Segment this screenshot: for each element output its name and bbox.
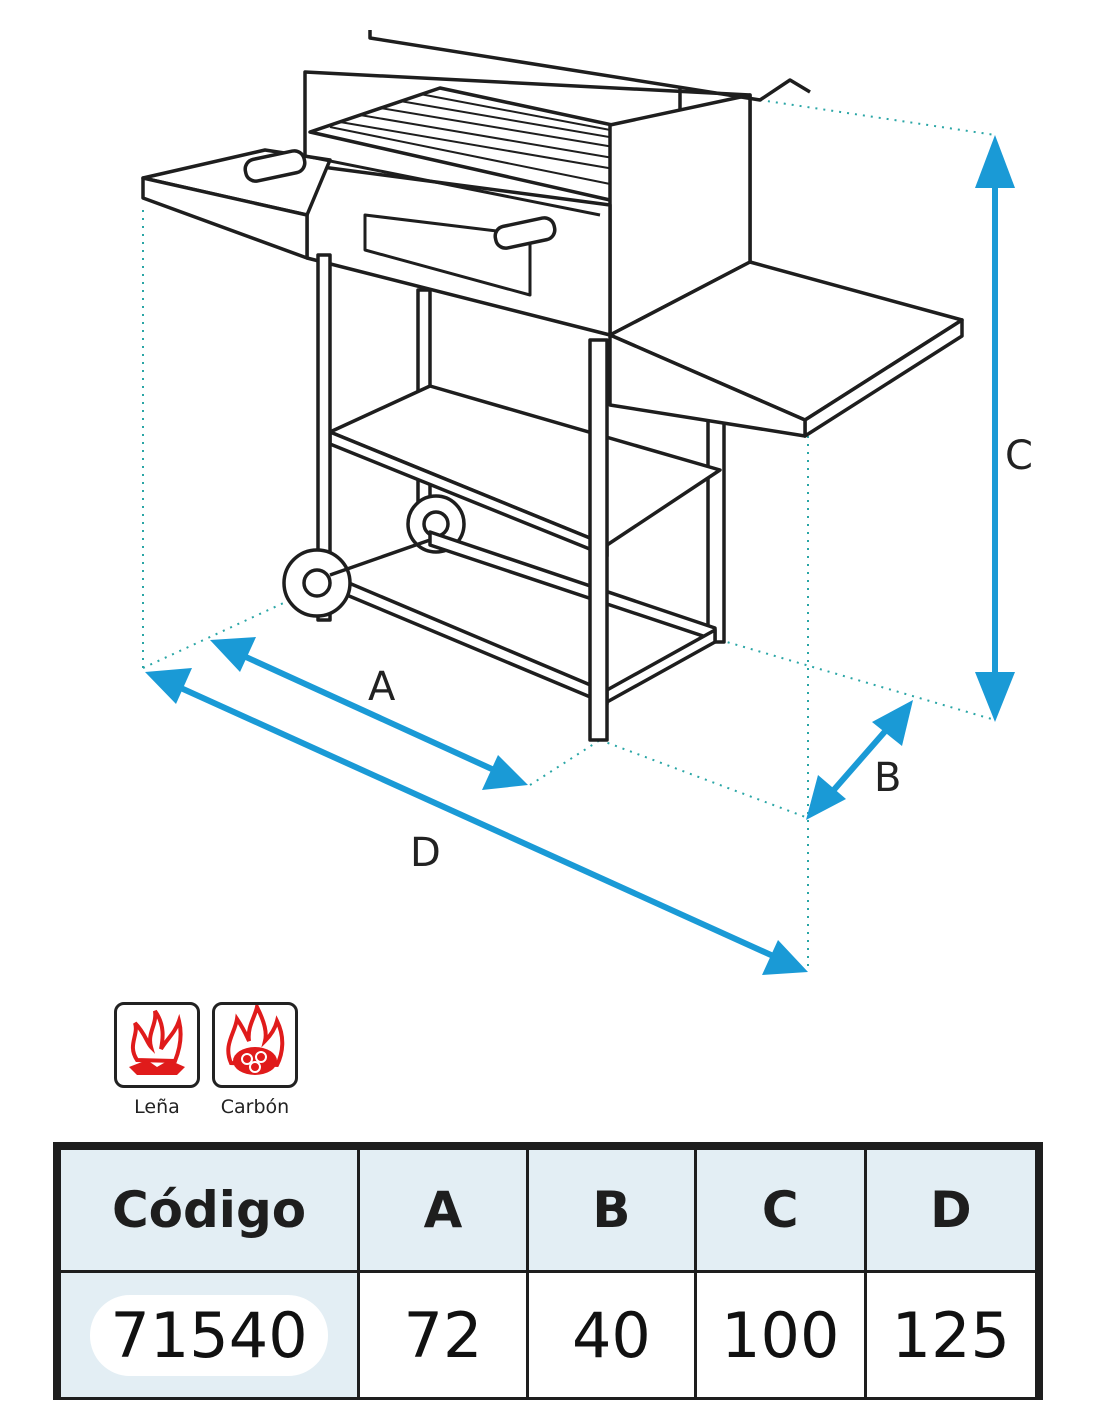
table-row: 71540 72 40 100 125 <box>55 1270 1041 1400</box>
arrow-a <box>210 637 528 790</box>
header-a: A <box>357 1144 529 1273</box>
fuel-charcoal: Carbón <box>212 1000 298 1118</box>
barbecue-dimension-drawing <box>141 30 1015 975</box>
header-c: C <box>693 1144 867 1273</box>
arrow-b <box>806 700 913 820</box>
fuel-label: Carbón <box>220 1096 290 1118</box>
fuel-label: Leña <box>134 1096 180 1118</box>
dotted-guides <box>142 99 996 970</box>
product-code: 71540 <box>90 1294 328 1376</box>
header-b: B <box>525 1144 697 1273</box>
value-c: 100 <box>693 1270 867 1400</box>
header-code: Código <box>55 1144 361 1273</box>
value-d: 125 <box>863 1270 1041 1400</box>
fuel-firewood: Leña <box>114 1002 200 1118</box>
arrow-c <box>975 135 1015 722</box>
header-d: D <box>863 1144 1041 1273</box>
dimension-label-b: B <box>874 755 902 801</box>
barbecue <box>141 30 964 742</box>
dimension-label-d: D <box>410 830 441 876</box>
dimension-label-a: A <box>368 664 396 710</box>
dimension-arrows <box>145 135 1015 975</box>
arrow-d <box>145 668 808 975</box>
firewood-flame-icon <box>114 1002 200 1088</box>
charcoal-flame-icon <box>212 1000 298 1088</box>
dimensions-table: Código A B C D 71540 72 40 100 125 <box>53 1142 1043 1400</box>
table-header-row: Código A B C D <box>55 1144 1041 1273</box>
dimension-label-c: C <box>1005 433 1033 479</box>
value-a: 72 <box>357 1270 529 1400</box>
value-b: 40 <box>525 1270 697 1400</box>
